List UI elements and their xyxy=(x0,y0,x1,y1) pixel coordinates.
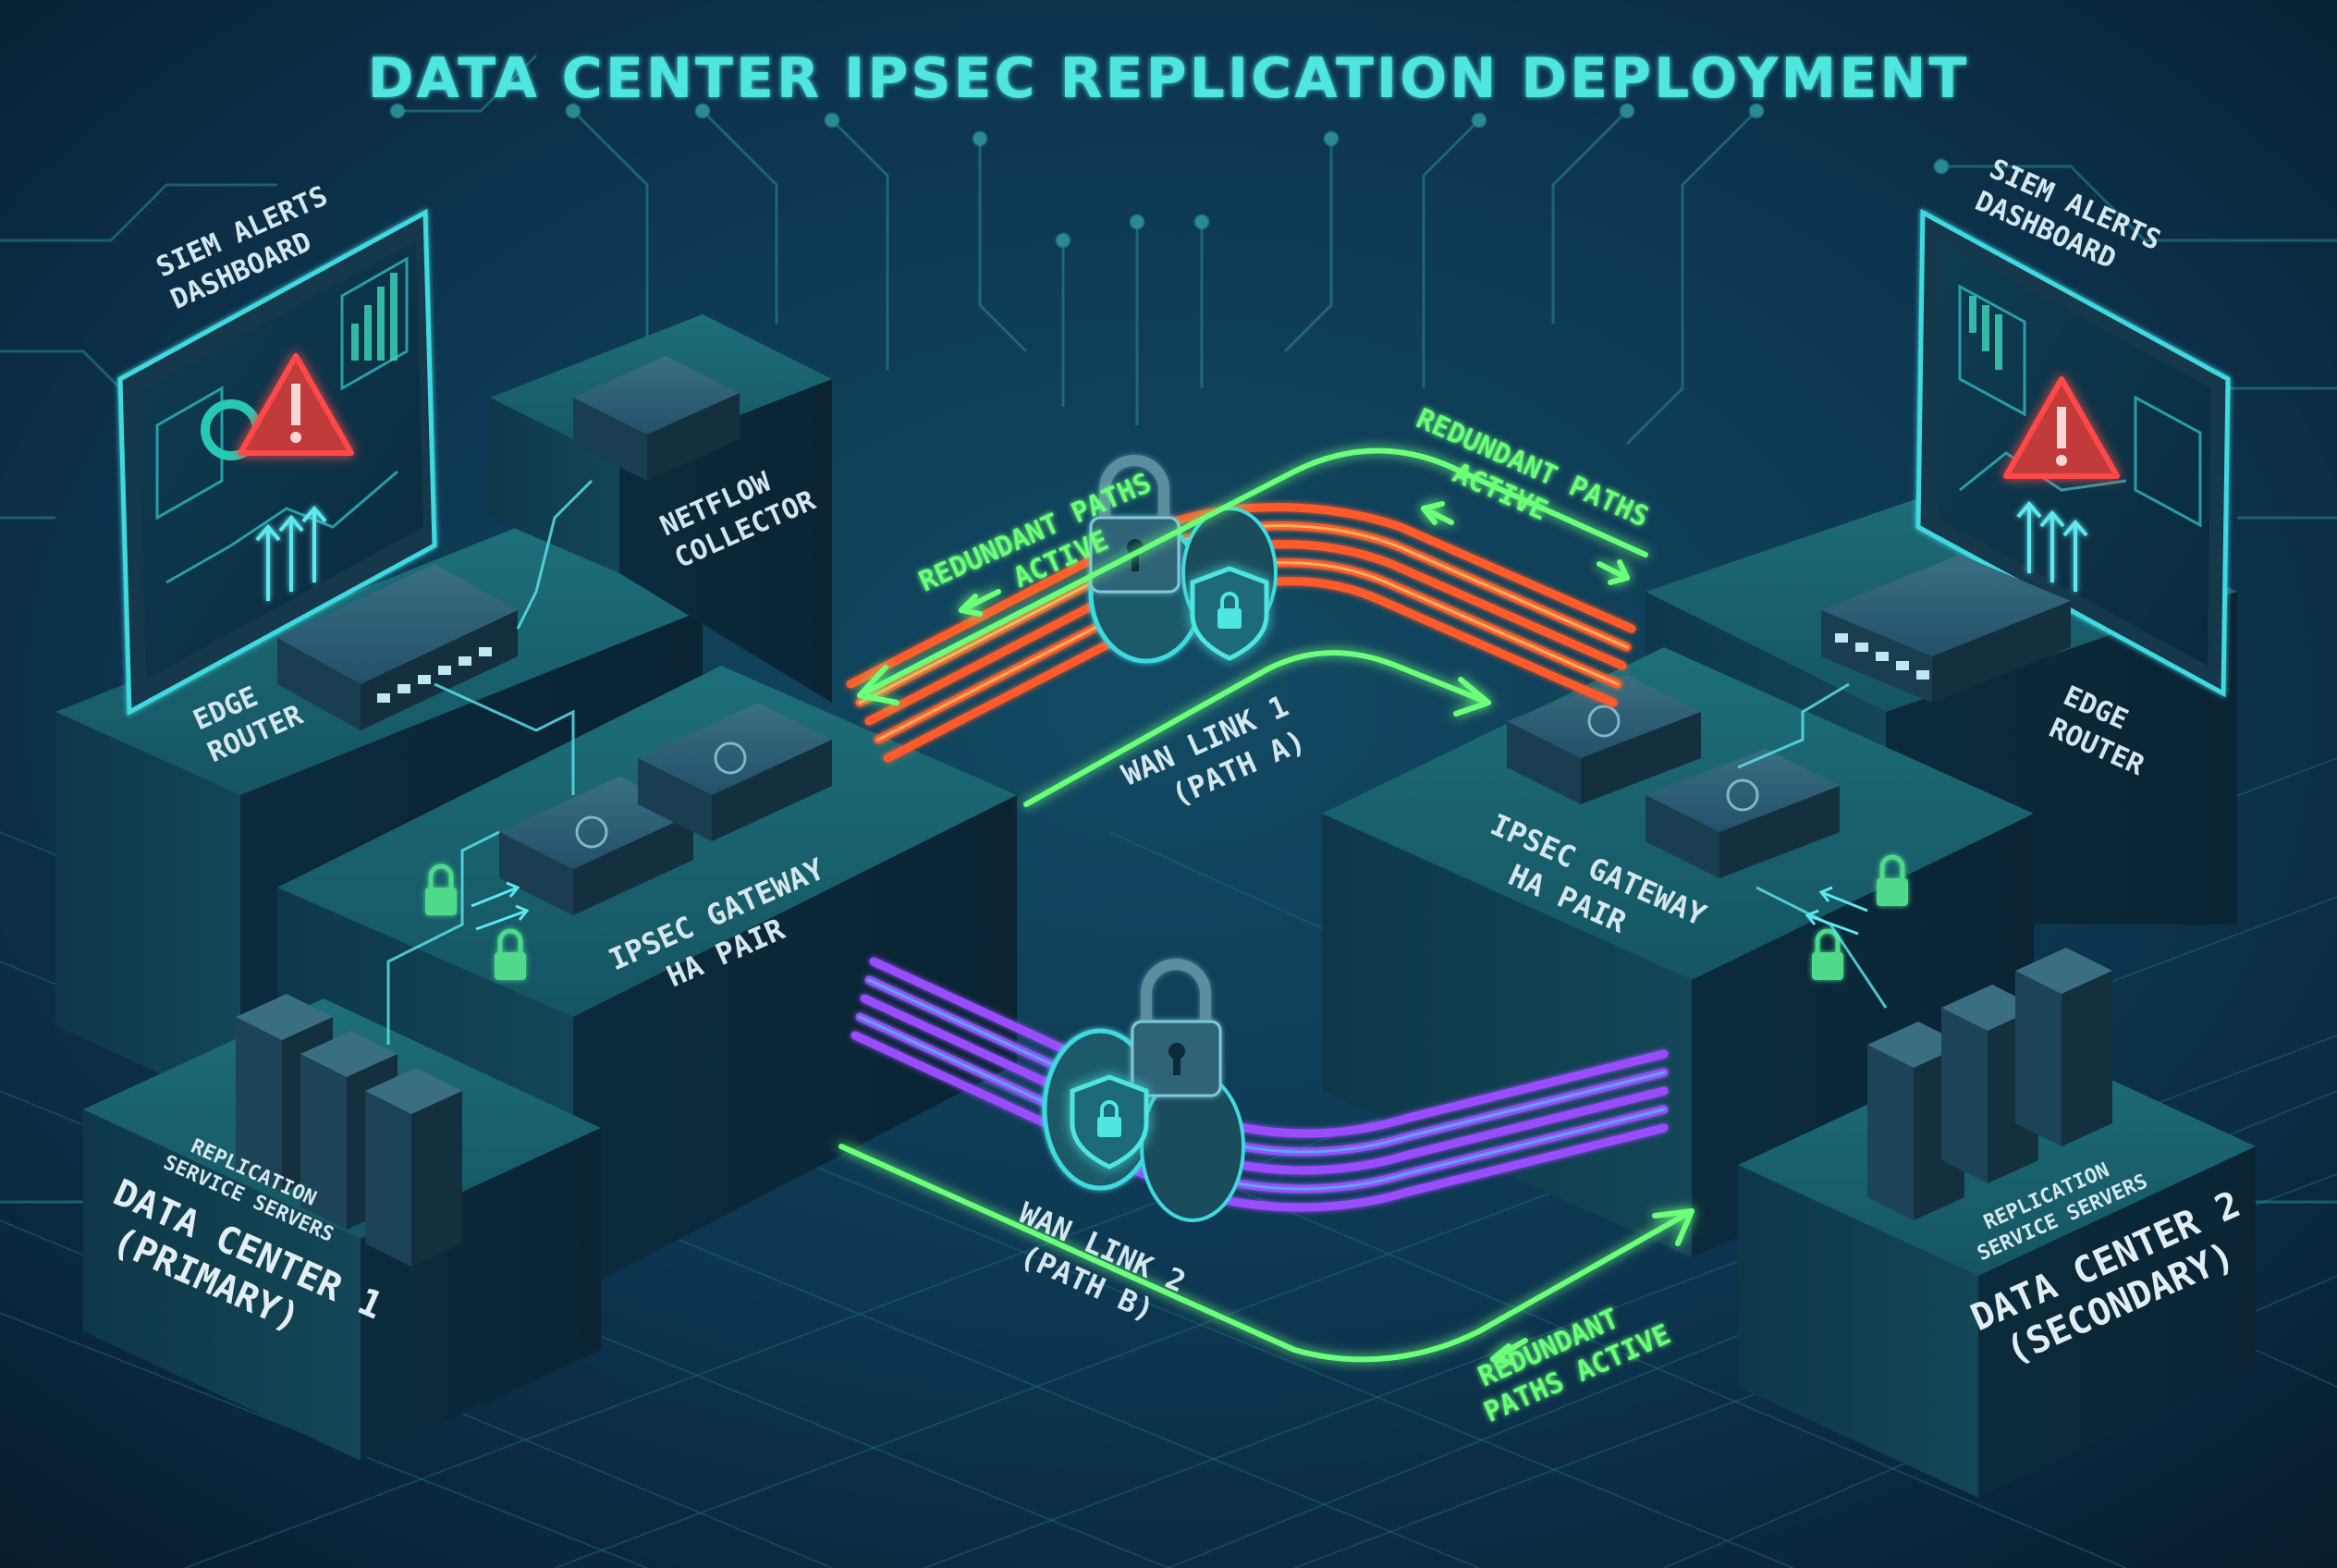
shield-lock-icon xyxy=(1070,1074,1149,1170)
wan-link-1-cable xyxy=(846,503,1636,763)
padlock-icon xyxy=(1812,854,1908,980)
padlock-icon xyxy=(425,864,526,980)
connection-lines xyxy=(386,479,1888,1045)
right-siem-monitor xyxy=(1915,208,2231,698)
left-server-racks xyxy=(236,994,462,1267)
right-edge-router-device xyxy=(1821,555,2071,703)
flow-arrows-left xyxy=(471,881,530,931)
arrow-up-icon xyxy=(2016,500,2088,592)
left-datacenter: SIEM ALERTS DASHBOARD EDGE ROUTER NETFLO… xyxy=(55,180,1017,1461)
netflow-collector-device xyxy=(573,356,740,481)
left-ipsec-gateway-devices xyxy=(499,703,832,915)
warning-icon xyxy=(238,353,354,456)
right-ipsec-gateway-devices xyxy=(1507,675,1840,878)
redundant-path-arrows xyxy=(838,447,1695,1366)
shield-lock-icon xyxy=(1190,566,1269,661)
right-datacenter: SIEM ALERTS DASHBOARD EDGE ROUTER xyxy=(1322,153,2256,1498)
arrow-up-icon xyxy=(255,505,327,601)
left-siem-monitor xyxy=(117,208,437,717)
right-server-racks xyxy=(1867,948,2112,1220)
page-title: DATA CENTER IPSEC REPLICATION DEPLOYMENT xyxy=(368,46,1970,111)
warning-icon xyxy=(2003,376,2120,479)
padlock-icon xyxy=(1131,959,1222,1097)
left-edge-router-device xyxy=(277,564,518,730)
